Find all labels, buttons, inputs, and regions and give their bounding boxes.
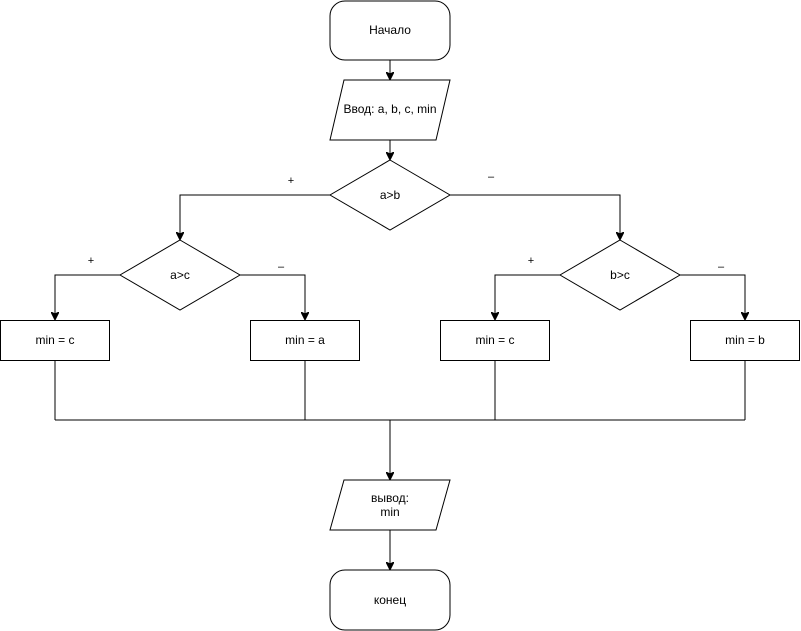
assign-min-c-left-label: min = c	[35, 333, 74, 347]
end-label: конец	[374, 593, 406, 607]
assign-min-c-right-label: min = c	[475, 333, 514, 347]
output-node: вывод: min	[329, 479, 451, 531]
assign-min-a: min = a	[250, 320, 360, 361]
ac-no-label: –	[278, 261, 285, 273]
start-label: Начало	[369, 23, 411, 37]
decision-bc: b>c	[559, 239, 681, 311]
assign-min-c-left: min = c	[0, 320, 110, 361]
edge-ac-no	[240, 274, 305, 319]
input-label: Ввод: a, b, c, min	[343, 102, 436, 116]
ac-yes-label: +	[88, 255, 94, 267]
start-node: Начало	[329, 0, 451, 61]
output-label-line2: min	[380, 505, 399, 519]
decision-ab: a>b	[329, 159, 451, 231]
input-node: Ввод: a, b, c, min	[329, 79, 451, 141]
assign-min-a-label: min = a	[285, 333, 325, 347]
edges	[55, 60, 745, 569]
edge-bc-yes	[495, 274, 560, 319]
ab-no-label: –	[488, 171, 495, 183]
output-label-line1: вывод:	[371, 491, 409, 505]
edge-ab-yes	[180, 194, 330, 239]
end-node: конец	[329, 569, 451, 631]
bc-yes-label: +	[528, 255, 534, 267]
edge-bc-no	[680, 274, 745, 319]
assign-min-b-label: min = b	[725, 333, 765, 347]
decision-ab-label: a>b	[380, 188, 401, 202]
assign-min-c-right: min = c	[440, 320, 550, 361]
edge-ab-no	[450, 194, 620, 239]
decision-ac: a>c	[119, 239, 241, 311]
edge-ac-yes	[55, 274, 120, 319]
decision-bc-label: b>c	[610, 268, 630, 282]
assign-min-b: min = b	[690, 320, 800, 361]
decision-ac-label: a>c	[170, 268, 190, 282]
ab-yes-label: +	[288, 175, 294, 187]
bc-no-label: –	[718, 261, 725, 273]
